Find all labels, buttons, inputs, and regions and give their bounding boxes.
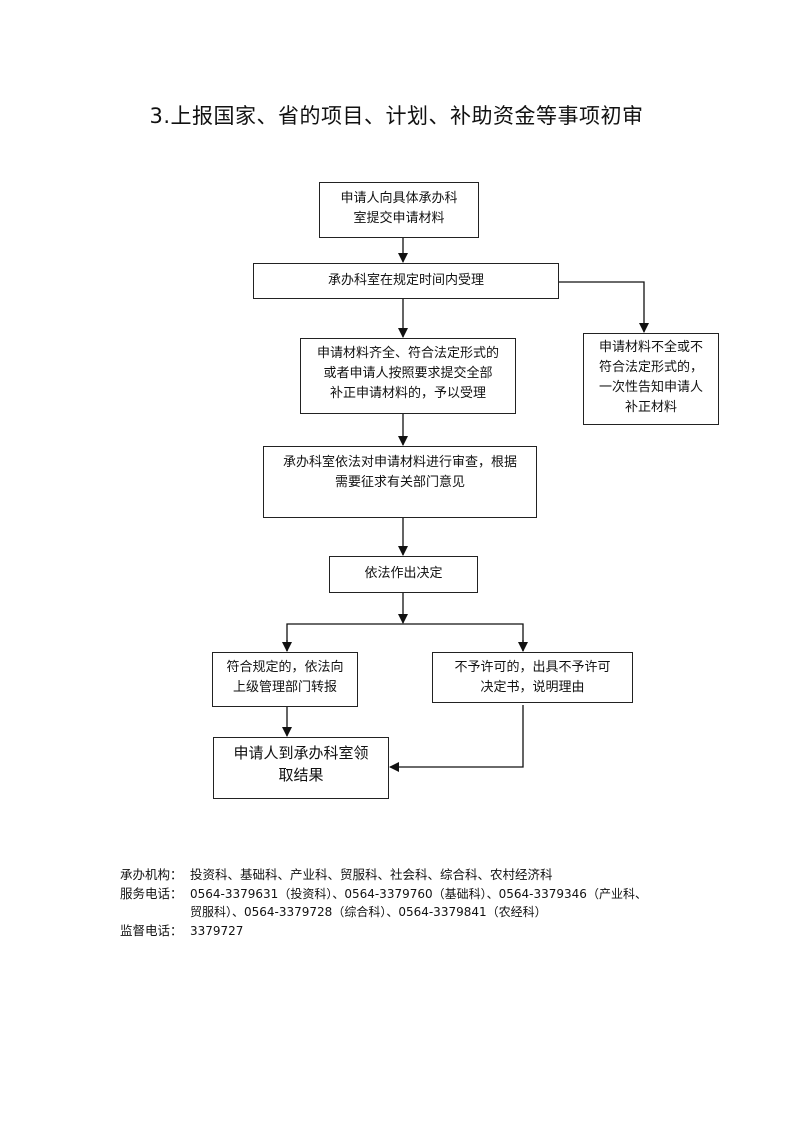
phone-label: 服务电话： bbox=[120, 885, 183, 901]
step-materials-complete: 申请材料齐全、符合法定形式的或者申请人按照要求提交全部补正申请材料的，予以受理 bbox=[300, 338, 516, 414]
step-text: 不予许可的，出具不予许可 bbox=[454, 660, 611, 675]
step-text: 室提交申请材料 bbox=[353, 211, 445, 226]
agency-label: 承办机构： bbox=[120, 867, 183, 882]
branch-line bbox=[286, 623, 524, 651]
phone-row-cont: 贸服科）、0564-3379728（综合科）、0564-3379841（农经科） bbox=[120, 903, 647, 922]
step-text: 承办科室在规定时间内受理 bbox=[327, 273, 484, 288]
step-materials-incomplete: 申请材料不全或不符合法定形式的， 一次性告知申请人补正材料 bbox=[583, 333, 719, 425]
step-text: 上级管理部门转报 bbox=[232, 680, 337, 695]
phone-value-line1: 0564-3379631（投资科）、0564-3379760（基础科）、0564… bbox=[190, 886, 647, 901]
spacer bbox=[120, 903, 190, 922]
step-collect-result: 申请人到承办科室领取结果 bbox=[213, 737, 389, 799]
step-text: 或者申请人按照要求提交全部 bbox=[323, 366, 493, 381]
step-text: 取结果 bbox=[278, 766, 324, 784]
step-text: 符合法定形式的， bbox=[598, 360, 703, 375]
step-text: 一次性告知申请人 bbox=[598, 380, 703, 395]
step-decision: 依法作出决定 bbox=[329, 556, 478, 593]
step-reject: 不予许可的，出具不予许可决定书，说明理由 bbox=[432, 652, 633, 703]
agency-row: 承办机构： 投资科、基础科、产业科、贸服科、社会科、综合科、农村经济科 bbox=[120, 866, 647, 885]
step-text: 申请材料不全或不 bbox=[598, 340, 703, 355]
step-review: 承办科室依法对申请材料进行审查，根据需要征求有关部门意见 bbox=[263, 446, 537, 518]
arrow-step2-to-incomplete bbox=[559, 281, 649, 333]
step-text: 承办科室依法对申请材料进行审查，根据 bbox=[282, 455, 517, 470]
supervise-value: 3379727 bbox=[190, 923, 244, 938]
contact-info: 承办机构： 投资科、基础科、产业科、贸服科、社会科、综合科、农村经济科 服务电话… bbox=[120, 866, 647, 940]
arrow-reject-to-result bbox=[389, 705, 524, 772]
step-text: 决定书，说明理由 bbox=[480, 680, 585, 695]
supervise-label: 监督电话： bbox=[120, 922, 183, 938]
step-text: 补正材料 bbox=[624, 400, 677, 415]
agency-value: 投资科、基础科、产业科、贸服科、社会科、综合科、农村经济科 bbox=[190, 867, 553, 882]
step-text: 申请材料齐全、符合法定形式的 bbox=[316, 346, 499, 361]
step-text: 补正申请材料的，予以受理 bbox=[329, 386, 486, 401]
page-title: 3.上报国家、省的项目、计划、补助资金等事项初审 bbox=[149, 104, 644, 128]
phone-row: 服务电话： 0564-3379631（投资科）、0564-3379760（基础科… bbox=[120, 885, 647, 904]
supervise-row: 监督电话： 3379727 bbox=[120, 922, 647, 941]
step-approve-forward: 符合规定的，依法向上级管理部门转报 bbox=[212, 652, 358, 707]
step-text: 申请人到承办科室领 bbox=[233, 744, 369, 762]
step-text: 依法作出决定 bbox=[364, 566, 443, 581]
step-accept: 承办科室在规定时间内受理 bbox=[253, 263, 559, 299]
phone-value-line2: 贸服科）、0564-3379728（综合科）、0564-3379841（农经科） bbox=[190, 905, 547, 919]
step-submit-materials: 申请人向具体承办科室提交申请材料 bbox=[319, 182, 479, 238]
step-text: 需要征求有关部门意见 bbox=[334, 475, 465, 490]
step-text: 符合规定的，依法向 bbox=[226, 660, 344, 675]
step-text: 申请人向具体承办科 bbox=[340, 191, 458, 206]
